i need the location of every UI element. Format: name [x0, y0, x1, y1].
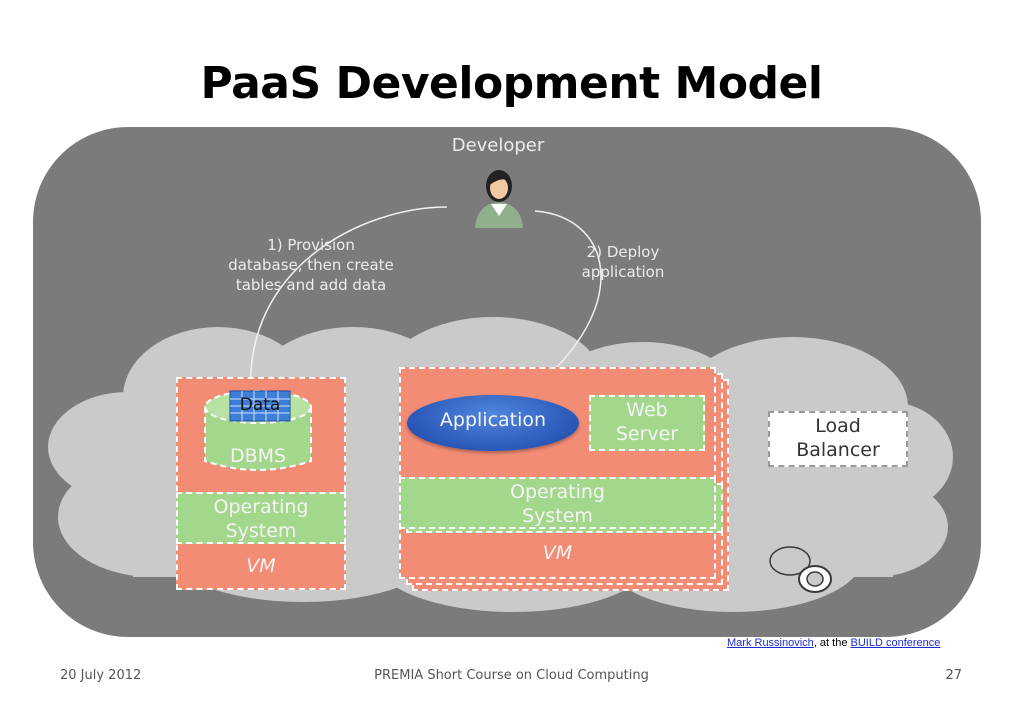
- db-os-label-line-1: Operating: [213, 496, 309, 518]
- app-vm-label: VM: [542, 542, 573, 564]
- diagram-panel: Developer 1) Provision database, then cr…: [33, 127, 981, 637]
- slide-title: PaaS Development Model: [200, 58, 823, 109]
- data-label: Data: [239, 395, 281, 415]
- load-balancer-line-2: Balancer: [796, 439, 880, 461]
- web-server-label: Web Server: [589, 398, 705, 446]
- step1-line-3: tables and add data: [235, 276, 387, 294]
- footer-course: PREMIA Short Course on Cloud Computing: [374, 668, 649, 683]
- web-server-line-1: Web: [626, 399, 668, 421]
- web-server-line-2: Server: [615, 423, 679, 445]
- caption-middle-text: , at the: [813, 637, 851, 649]
- db-os-label-line-2: System: [225, 520, 297, 542]
- web-server-box: [589, 395, 705, 451]
- source-caption: Mark Russinovich, at the BUILD conferenc…: [727, 637, 940, 649]
- db-os-label: Operating System: [176, 495, 346, 543]
- application-label: Application: [439, 409, 547, 431]
- step1-line-1: 1) Provision: [267, 236, 355, 254]
- step1-line-2: database, then create: [228, 256, 394, 274]
- load-balancer-label: Load Balancer: [768, 414, 908, 462]
- step2-label: 2) Deploy application: [563, 242, 683, 282]
- step2-line-1: 2) Deploy: [586, 243, 660, 261]
- app-os-label-line-1: Operating: [510, 481, 605, 503]
- app-os-label: Operating System: [399, 480, 716, 528]
- data-table-icon: [229, 390, 291, 422]
- db-os-layer: [176, 492, 346, 544]
- conference-link[interactable]: BUILD conference: [850, 637, 941, 649]
- developer-label: Developer: [451, 135, 545, 156]
- load-balancer-box: [768, 411, 908, 467]
- developer-person-icon: [475, 170, 523, 228]
- step2-line-2: application: [581, 263, 665, 281]
- dbms-label: DBMS: [229, 445, 287, 467]
- app-os-label-line-2: System: [522, 505, 593, 527]
- db-vm-label: VM: [246, 555, 276, 577]
- footer-date: 20 July 2012: [60, 668, 142, 683]
- footer-page-number: 27: [945, 668, 962, 683]
- load-balancer-line-1: Load: [815, 415, 861, 437]
- author-link[interactable]: Mark Russinovich: [727, 637, 814, 649]
- step1-label: 1) Provision database, then create table…: [211, 235, 411, 295]
- app-os-layer: [399, 477, 716, 529]
- application-ellipse: [407, 395, 579, 451]
